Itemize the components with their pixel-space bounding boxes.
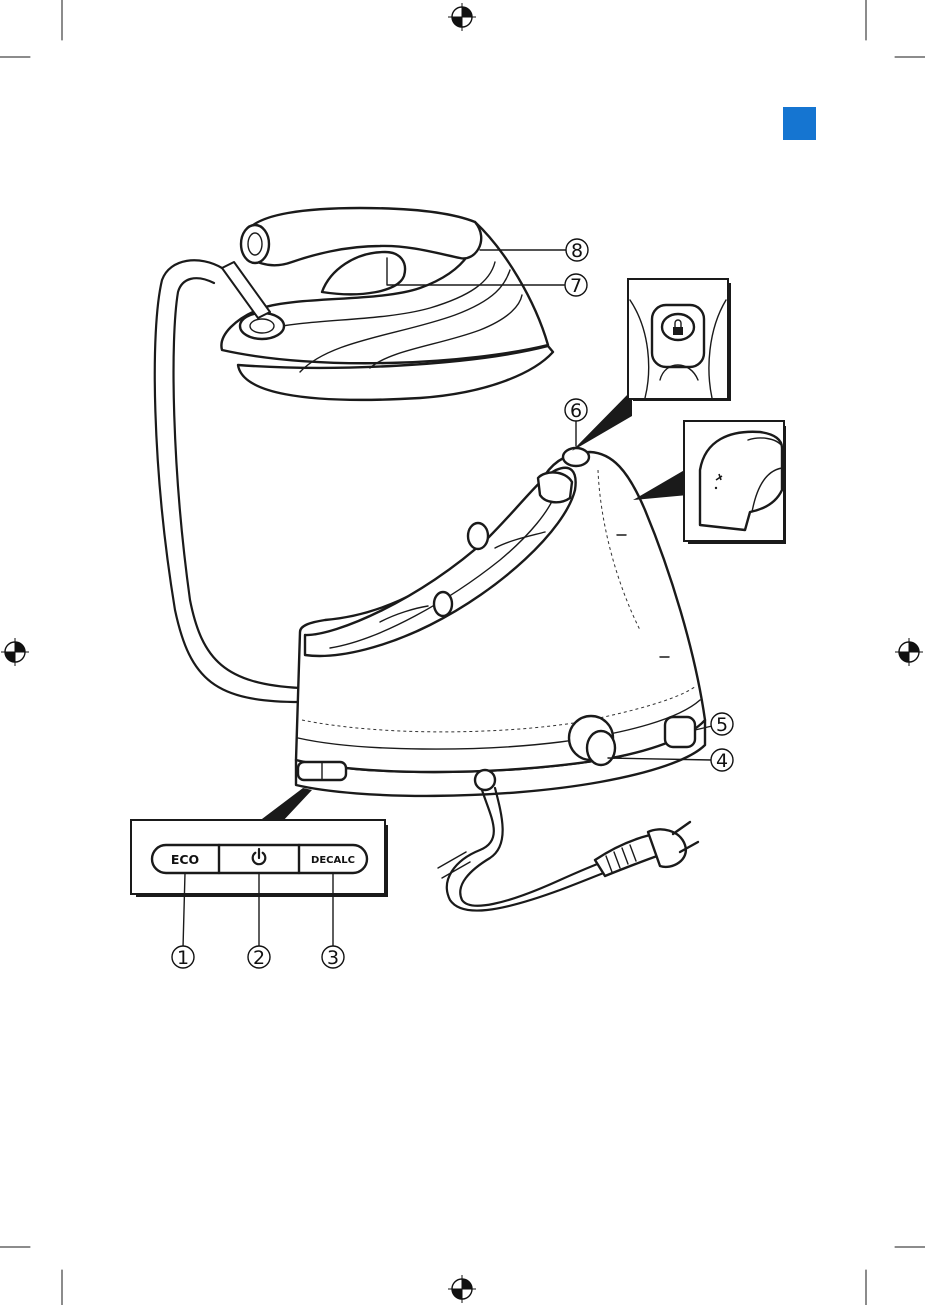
registration-crosshair-icon: [1, 638, 29, 666]
svg-text:6: 6: [570, 400, 582, 422]
svg-text:4: 4: [716, 750, 728, 772]
inset-steam-detail: [633, 421, 786, 544]
svg-text:3: 3: [327, 947, 339, 969]
decalc-button-label: DECALC: [311, 855, 355, 866]
registration-crosshair-icon: [448, 1275, 476, 1303]
callout-2: 2: [248, 946, 270, 969]
svg-text:8: 8: [571, 240, 583, 262]
svg-text:5: 5: [716, 714, 728, 736]
iron: [221, 208, 553, 400]
svg-text:2: 2: [253, 947, 265, 969]
callout-3: 3: [322, 946, 344, 969]
svg-text:1: 1: [177, 947, 189, 969]
power-plug: [595, 822, 698, 876]
callout-7: 7: [565, 274, 587, 297]
svg-text:7: 7: [570, 275, 582, 297]
eco-button-label: ECO: [171, 852, 199, 867]
language-tab: [783, 107, 816, 140]
callout-5: 5: [711, 713, 733, 736]
base-station: [296, 448, 705, 796]
registration-crosshair-icon: [895, 638, 923, 666]
callout-8: 8: [566, 239, 588, 262]
callout-6: 6: [565, 399, 587, 422]
registration-crosshair-icon: [448, 3, 476, 31]
callout-4: 4: [711, 749, 733, 772]
callout-1: 1: [172, 946, 194, 969]
